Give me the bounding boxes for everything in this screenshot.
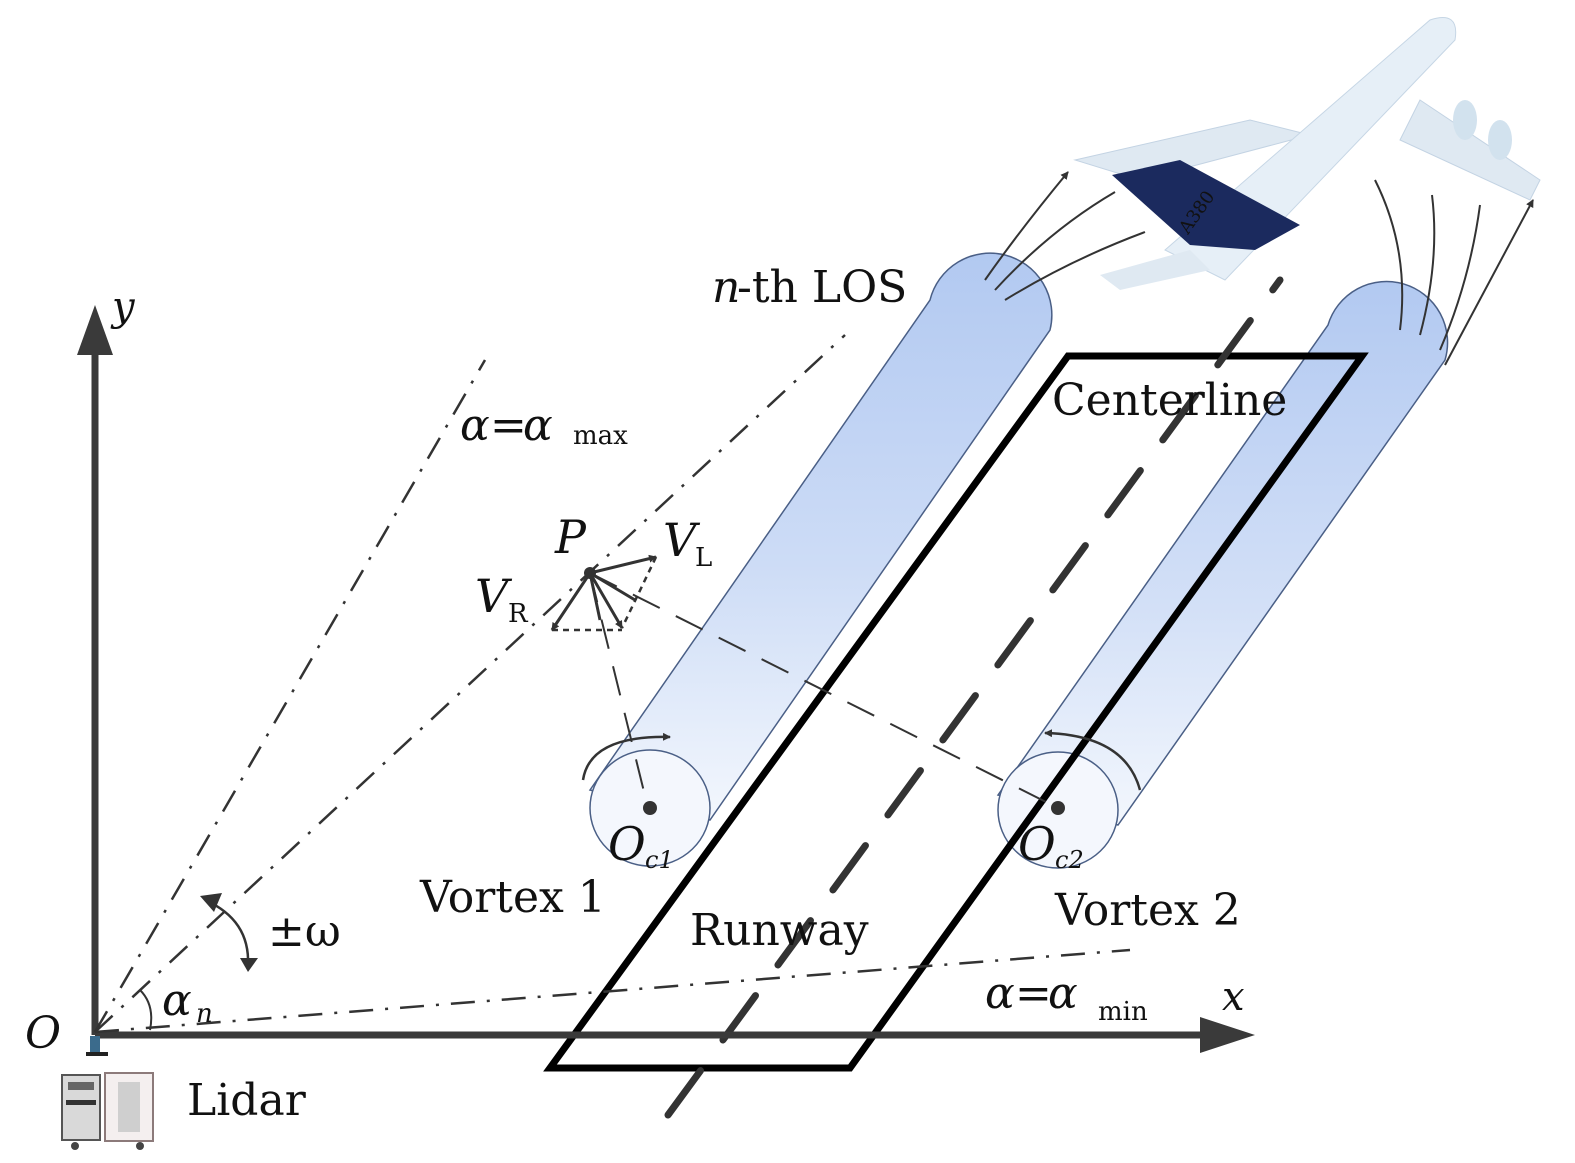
centerline-label: Centerline: [1052, 375, 1287, 426]
svg-text:R: R: [508, 599, 529, 629]
oc2-label: O c2: [1018, 817, 1084, 874]
svg-text:c2: c2: [1055, 846, 1084, 874]
svg-text:c1: c1: [645, 846, 674, 874]
svg-text:O: O: [1018, 817, 1056, 871]
vector-parallelogram: [552, 556, 658, 632]
nth-los-line: [94, 334, 846, 1033]
runway-outline: [543, 352, 1369, 1072]
velocity-vectors: [550, 554, 657, 631]
vortex-1-tube: [588, 252, 1053, 867]
svg-text:max: max: [573, 421, 628, 451]
v-r-label: V R: [475, 569, 529, 629]
vortex-1-rotation-arrow: [581, 732, 671, 781]
svg-text:min: min: [1098, 997, 1148, 1027]
svg-text:=: =: [1015, 968, 1052, 1019]
svg-text:n: n: [712, 262, 740, 313]
vortex-1-center-point: [643, 801, 657, 815]
svg-text:α: α: [985, 968, 1015, 1019]
svg-text:α: α: [1048, 968, 1078, 1019]
alpha-n-arc: [139, 989, 153, 1031]
radius-lines: [589, 572, 1059, 809]
point-p-label: P: [554, 510, 587, 564]
svg-text:-th LOS: -th LOS: [737, 262, 907, 313]
y-axis-arrowhead: [77, 305, 113, 355]
svg-text:α: α: [162, 975, 192, 1026]
scan-rotation-arc: [204, 898, 250, 966]
vortex-2-label: Vortex 2: [1054, 885, 1241, 936]
x-axis-label: x: [1222, 974, 1245, 1020]
scan-arrow-head-up: [200, 893, 222, 912]
scan-lines: [93, 334, 1131, 1034]
svg-text:O: O: [608, 817, 646, 871]
svg-text:α: α: [460, 400, 490, 451]
v-l-label: V L: [663, 513, 712, 573]
lidar-device-icon: [61, 1036, 154, 1150]
svg-text:=: =: [490, 400, 527, 451]
runway-label: Runway: [690, 905, 869, 956]
alpha-n-label: α n: [162, 975, 213, 1029]
vortex-1-label: Vortex 1: [419, 872, 606, 923]
oc1-label: O c1: [608, 817, 674, 874]
runway-centerline: [664, 276, 1284, 1119]
x-axis-arrowhead: [1200, 1017, 1255, 1053]
nth-los-label: n -th LOS: [712, 262, 907, 313]
vortex-2-rotation-arrow: [1044, 729, 1142, 791]
alpha-min-label: α = α min: [985, 968, 1148, 1027]
v-l-vector: [589, 554, 657, 575]
svg-text:α: α: [523, 400, 553, 451]
y-axis-label: y: [110, 284, 136, 330]
alpha-min-line: [94, 948, 1131, 1034]
wake-lines: [984, 171, 1534, 366]
scan-arrow-head-down: [240, 958, 258, 972]
svg-text:V: V: [475, 569, 513, 623]
svg-text:L: L: [695, 543, 712, 573]
lidar-label: Lidar: [187, 1075, 307, 1126]
resultant-vector: [588, 572, 624, 629]
alpha-max-label: α = α max: [460, 400, 628, 451]
aircraft-a380: A380: [1073, 17, 1541, 290]
v-r-vector: [550, 572, 592, 631]
origin-label: O: [25, 1008, 61, 1059]
vortex-2-center-point: [1051, 801, 1065, 815]
omega-label: ±ω: [268, 906, 341, 957]
svg-text:V: V: [663, 513, 701, 567]
svg-text:n: n: [196, 999, 213, 1029]
